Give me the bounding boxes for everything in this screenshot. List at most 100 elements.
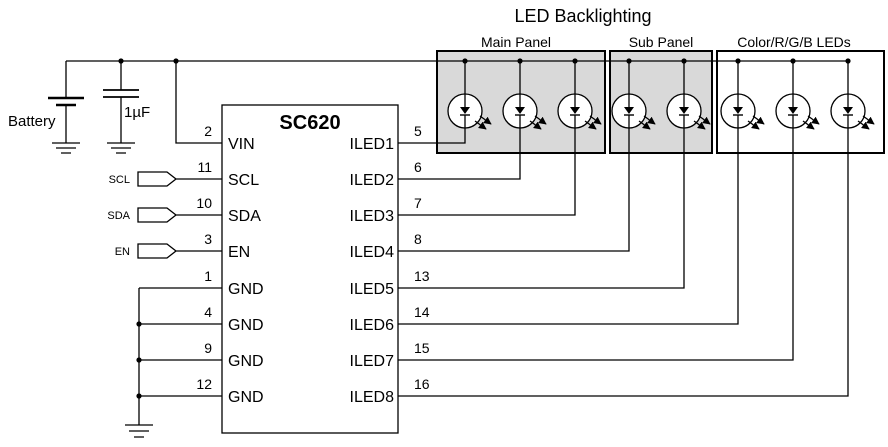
left-pin-number: 9	[204, 340, 212, 356]
junction-dot	[136, 393, 142, 399]
light-arrow	[638, 120, 651, 130]
ground-symbol	[125, 424, 153, 438]
junction-dot	[136, 357, 142, 363]
right-pin-number: 16	[414, 376, 430, 392]
junction-dot	[173, 58, 179, 64]
junction-dot	[136, 321, 142, 327]
led-diode	[557, 58, 602, 130]
left-pin-number: 11	[197, 159, 212, 175]
diode-triangle	[460, 107, 470, 114]
diagram-title: LED Backlighting	[514, 6, 651, 26]
junction-dot	[681, 58, 687, 64]
left-pin-number: 3	[204, 231, 212, 247]
input-connectors	[137, 171, 222, 259]
right-pin-name: ILED5	[350, 281, 395, 298]
junction-dot	[462, 58, 468, 64]
diode-triangle	[570, 107, 580, 114]
left-pin-name: GND	[228, 281, 264, 298]
iled-wire	[398, 128, 849, 397]
right-pin-number: 7	[414, 195, 422, 211]
light-arrow	[643, 115, 656, 125]
left-pin-name: SDA	[228, 208, 261, 225]
junction-dot	[517, 58, 523, 64]
light-arrow	[693, 120, 706, 130]
iled-wire	[398, 128, 794, 361]
right-pin-name: ILED2	[350, 172, 395, 189]
led-array	[118, 58, 875, 130]
iled-wire	[398, 128, 576, 216]
left-pin-number: 12	[196, 376, 212, 392]
light-arrow	[862, 115, 875, 125]
right-pin-name: ILED6	[350, 317, 395, 334]
diode-triangle	[733, 107, 743, 114]
capacitor-label: 1µF	[124, 104, 150, 121]
junction-dot	[845, 58, 851, 64]
right-pin-number: 6	[414, 159, 422, 175]
led-diode	[666, 58, 711, 130]
battery-label: Battery	[8, 113, 56, 130]
light-arrow	[529, 120, 542, 130]
chip-name: SC620	[279, 112, 340, 134]
iled-wire	[398, 128, 630, 252]
iled-wire	[398, 128, 685, 289]
led-diode	[611, 58, 656, 130]
capacitor-symbol	[103, 61, 139, 154]
diode-triangle	[843, 107, 853, 114]
input-sda-label: SDA	[107, 210, 130, 222]
led-diode	[502, 58, 547, 130]
led-diode	[775, 58, 820, 130]
panel-color: Color/R/G/B LEDs	[716, 34, 885, 154]
left-pin-name: SCL	[228, 172, 259, 189]
diode-triangle	[624, 107, 634, 114]
chip-body	[221, 104, 399, 434]
panel-sub-label: Sub Panel	[629, 34, 694, 50]
iled-wire	[398, 128, 739, 325]
left-pin-number: 1	[204, 268, 212, 284]
light-arrow	[698, 115, 711, 125]
right-pin-name: ILED3	[350, 208, 395, 225]
left-pin-number: 2	[204, 123, 212, 139]
right-pin-name: ILED8	[350, 389, 395, 406]
diode-triangle	[515, 107, 525, 114]
junction-dot	[118, 58, 124, 64]
led-diode	[720, 58, 765, 130]
led-diode	[830, 58, 875, 130]
light-arrow	[857, 120, 870, 130]
panel-color-label: Color/R/G/B LEDs	[737, 34, 851, 50]
diode-triangle	[788, 107, 798, 114]
left-pin-name: GND	[228, 389, 264, 406]
right-pin-number: 15	[414, 340, 430, 356]
right-pin-name: ILED1	[350, 136, 395, 153]
led-diode	[447, 58, 492, 130]
light-arrow	[534, 115, 547, 125]
junction-dot	[790, 58, 796, 64]
battery-symbol	[48, 61, 84, 154]
panel-main-label: Main Panel	[481, 34, 551, 50]
light-arrow	[807, 115, 820, 125]
light-arrow	[589, 115, 602, 125]
right-pin-number: 13	[414, 268, 430, 284]
vin-wire	[175, 61, 222, 144]
left-pin-number: 10	[196, 195, 212, 211]
light-arrow	[474, 120, 487, 130]
junction-dot	[735, 58, 741, 64]
light-arrow	[479, 115, 492, 125]
light-arrow	[802, 120, 815, 130]
panel-sub: Sub Panel	[609, 34, 713, 154]
input-scl-label: SCL	[109, 174, 130, 186]
left-pin-name: GND	[228, 317, 264, 334]
left-pin-name: VIN	[228, 136, 255, 153]
left-pin-name: GND	[228, 353, 264, 370]
right-pin-name: ILED7	[350, 353, 395, 370]
right-pin-number: 5	[414, 123, 422, 139]
iled-wire	[398, 128, 466, 144]
diode-triangle	[679, 107, 689, 114]
left-pin-number: 4	[204, 304, 212, 320]
iled-wire	[398, 128, 521, 180]
junction-dot	[626, 58, 632, 64]
right-pin-number: 14	[414, 304, 430, 320]
right-pin-name: ILED4	[350, 244, 395, 261]
